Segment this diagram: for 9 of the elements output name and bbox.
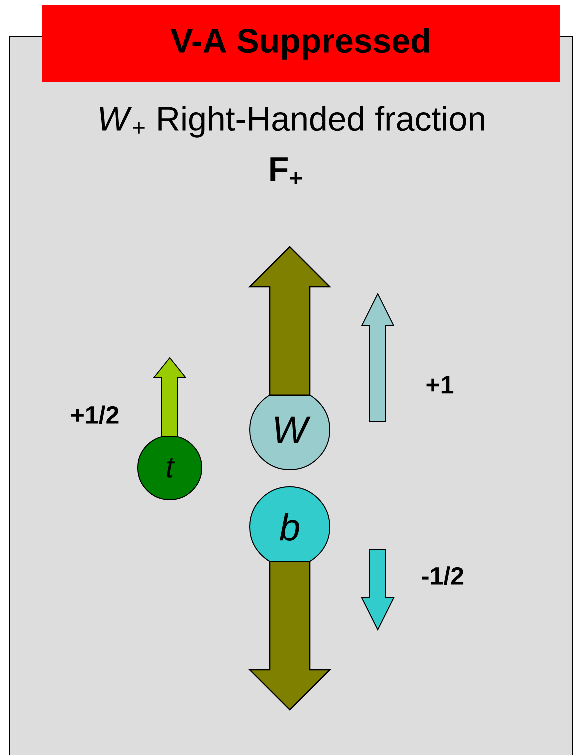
title-banner: V-A Suppressed xyxy=(42,6,560,82)
arrow xyxy=(248,560,332,711)
symbol-label: F$_{+}$ xyxy=(270,158,302,185)
arrow xyxy=(152,357,188,438)
arrow xyxy=(248,246,332,396)
spin-label: -1/2 xyxy=(422,566,464,586)
spin-label: +1 xyxy=(426,376,454,394)
heading: W$_{+}$ Right-Handed fraction xyxy=(100,106,484,138)
spin-label: +1/2 xyxy=(71,406,119,424)
